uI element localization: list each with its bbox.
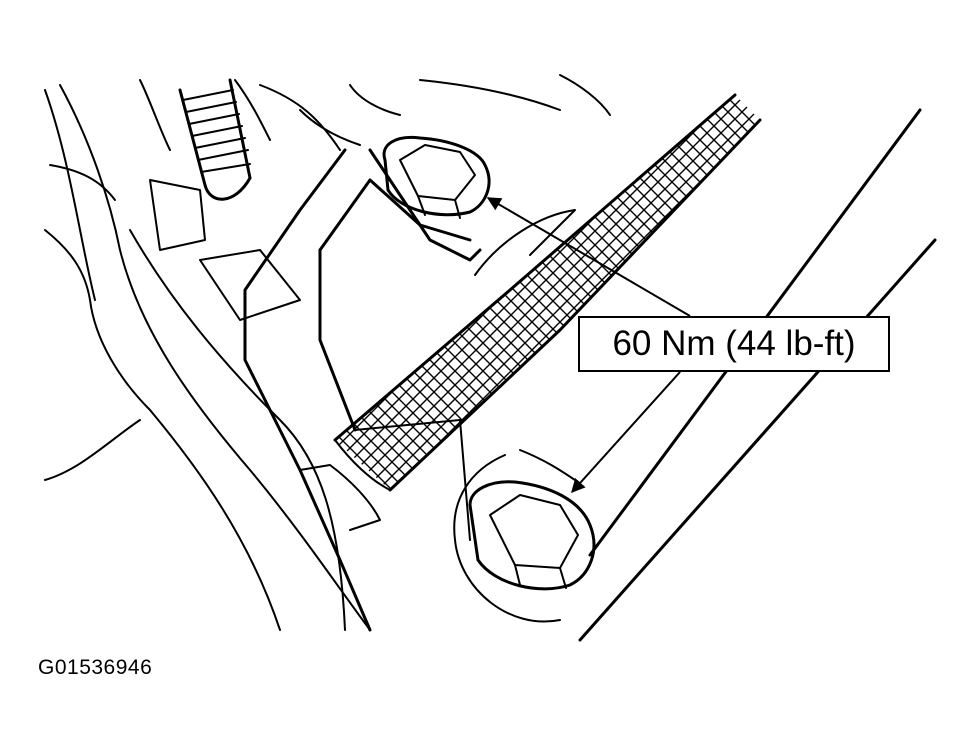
figure-id-label: G01536946 [38,656,153,679]
threaded-stud [178,78,252,201]
knurled-hose [333,93,762,492]
lower-leader-arrow [571,371,681,494]
leader-arrows [486,197,691,494]
torque-callout: 60 Nm (44 lb-ft) [578,316,890,372]
upper-leader-arrow [486,197,691,317]
upper-bolt [382,135,491,219]
lower-bolt [468,480,596,591]
torque-label: 60 Nm (44 lb-ft) [612,324,856,363]
engine-housing [44,74,611,631]
